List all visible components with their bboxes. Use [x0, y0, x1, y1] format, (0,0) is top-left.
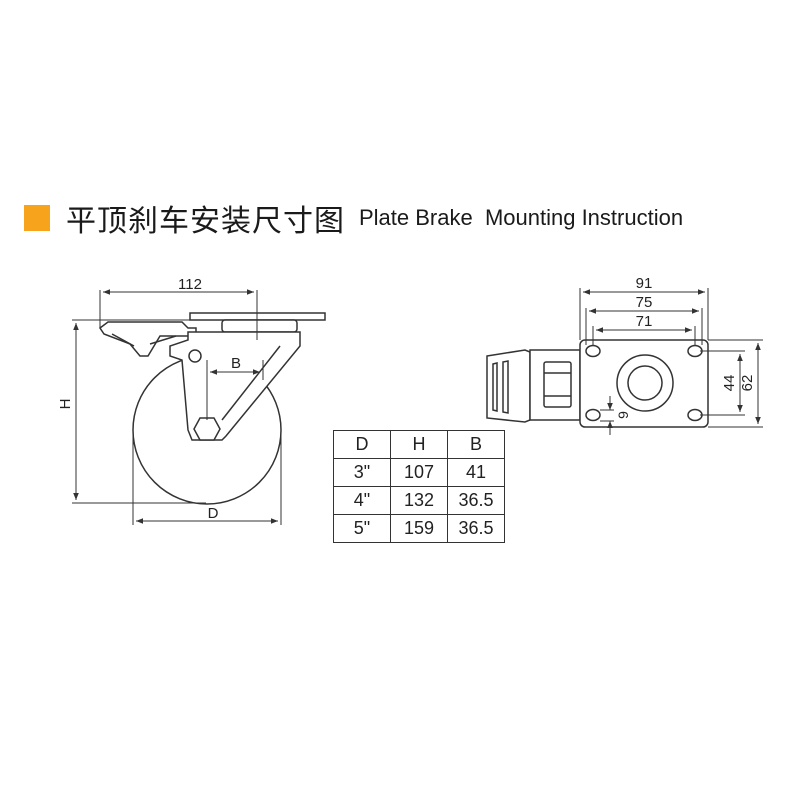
brake-pivot	[188, 349, 202, 363]
brake-block	[543, 361, 572, 408]
dim-d-label: D	[208, 505, 219, 522]
dim-44-label: 44	[721, 375, 738, 392]
table-cell: 132	[390, 486, 448, 515]
table-cell: 4"	[333, 486, 391, 515]
top-view	[486, 288, 763, 435]
dim-62-label: 62	[739, 375, 756, 392]
table-cell: 5"	[333, 514, 391, 543]
size-table: D H B 3" 107 41 4" 132 36.5 5" 159 36.5	[333, 430, 505, 543]
table-cell: 36.5	[447, 514, 505, 543]
dim-b-label: B	[231, 355, 241, 372]
table-cell: 107	[390, 458, 448, 487]
table-cell: 36.5	[447, 486, 505, 515]
dim-75-label: 75	[636, 294, 653, 311]
axle-nut	[193, 417, 221, 441]
center-ring-inner	[627, 365, 663, 401]
table-row: 4" 132 36.5	[333, 486, 505, 515]
table-row: 3" 107 41	[333, 458, 505, 487]
table-row: 5" 159 36.5	[333, 514, 505, 543]
brake-pedal	[98, 321, 197, 357]
pedal-slot-2	[502, 360, 509, 414]
dim-112-label: 112	[178, 276, 202, 293]
header-h: H	[390, 430, 448, 459]
header-b: B	[447, 430, 505, 459]
dim-h-label: H	[57, 399, 74, 410]
orange-square-icon	[24, 205, 50, 231]
dim-9-label: 9	[615, 411, 631, 419]
title-english: Plate Brake Mounting Instruction	[359, 205, 684, 230]
center-ring-outer	[616, 354, 674, 412]
bolt-hole	[585, 408, 601, 422]
table-cell: 3"	[333, 458, 391, 487]
fork	[169, 331, 301, 441]
table-header-row: D H B	[333, 430, 505, 459]
table-cell: 41	[447, 458, 505, 487]
title-chinese: 平顶刹车安装尺寸图	[66, 204, 345, 239]
side-view	[72, 289, 326, 525]
pedal-slot-1	[492, 362, 498, 412]
swivel-head	[221, 319, 298, 333]
header: 平顶刹车安装尺寸图 Plate Brake Mounting Instructi…	[24, 196, 683, 240]
table-cell: 159	[390, 514, 448, 543]
header-d: D	[333, 430, 391, 459]
dim-91-label: 91	[636, 275, 653, 292]
dim-71-label: 71	[636, 313, 653, 330]
